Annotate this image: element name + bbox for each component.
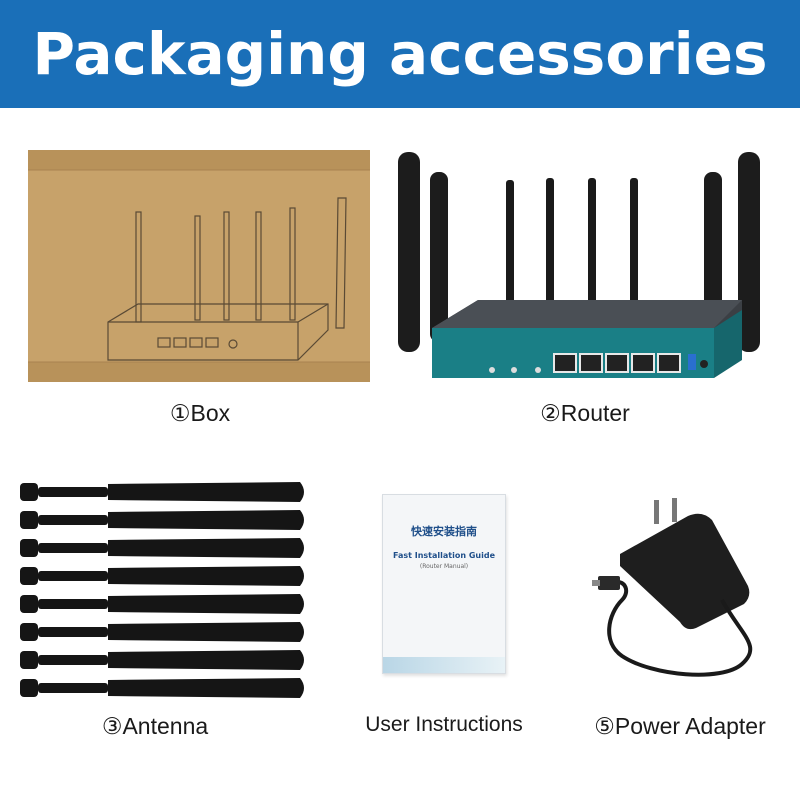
- page-title: Packaging accessories: [32, 20, 768, 88]
- manual-title-en: Fast Installation Guide: [392, 551, 495, 560]
- caption-router: ②Router: [540, 400, 630, 426]
- box-image: [28, 150, 370, 382]
- manual-footer-band: [383, 657, 505, 673]
- router-image: [392, 150, 777, 390]
- manual-subtitle: (Router Manual): [419, 563, 469, 570]
- manual-image: 快速安装指南 Fast Installation Guide (Router M…: [382, 494, 506, 674]
- antenna-icon: [20, 482, 304, 698]
- header-banner: Packaging accessories: [0, 0, 800, 108]
- antenna-bundle: [20, 480, 310, 710]
- caption-power-adapter: ⑤Power Adapter: [594, 713, 766, 739]
- router-icon: [398, 152, 760, 378]
- manual-title-cn: 快速安装指南: [411, 525, 477, 538]
- caption-antenna: ③Antenna: [101, 713, 209, 739]
- power-adapter-icon: [592, 498, 753, 677]
- caption-box: ①Box: [169, 400, 231, 426]
- caption-manual: User Instructions: [365, 713, 523, 736]
- power-adapter-image: [592, 496, 782, 696]
- cardboard-box-icon: [28, 150, 370, 382]
